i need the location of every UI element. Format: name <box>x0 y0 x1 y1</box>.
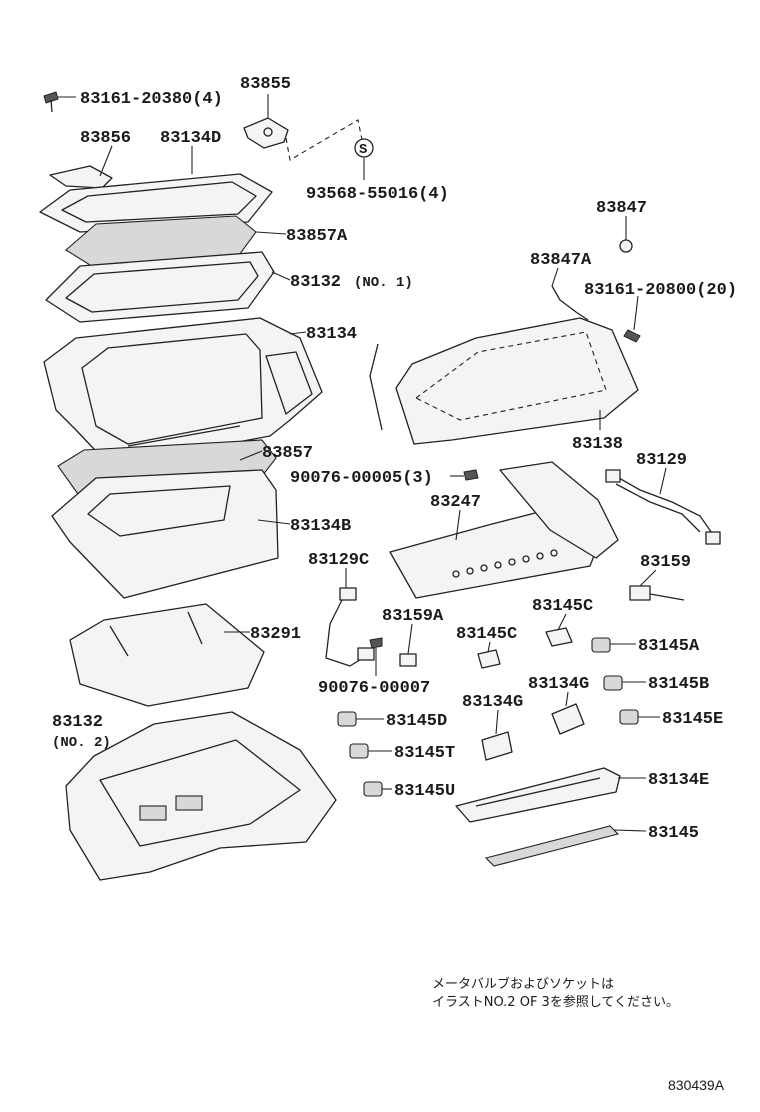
label-83138: 83138 <box>572 435 623 454</box>
label-83145B: 83145B <box>648 675 709 694</box>
label-83145U: 83145U <box>394 782 455 801</box>
socket-83159A <box>399 653 417 667</box>
label-83145: 83145 <box>648 824 699 843</box>
harness-83847A <box>369 285 589 431</box>
label-83855: 83855 <box>240 75 291 94</box>
circuit-board-83247 <box>389 461 619 599</box>
label-83145A: 83145A <box>638 637 700 656</box>
plate-83134B <box>51 469 279 599</box>
label-83132-no1-suffix: (NO. 1) <box>354 275 413 291</box>
harness-83129C <box>325 587 375 667</box>
holder-83134G-right <box>551 703 585 735</box>
label-83134: 83134 <box>306 325 357 344</box>
light-guide-83134E <box>455 767 621 823</box>
cover-83138 <box>395 317 639 445</box>
label-83159: 83159 <box>640 553 691 572</box>
label-90076-00007: 90076-00007 <box>318 679 430 698</box>
label-83856: 83856 <box>80 129 131 148</box>
label-83847: 83847 <box>596 199 647 218</box>
leader-lines <box>58 94 667 832</box>
strip-83145 <box>484 825 620 867</box>
holder-83134G-left <box>481 731 513 761</box>
reference-code: 830439A <box>668 1077 725 1093</box>
case-83132-no2 <box>65 711 337 881</box>
label-s-marker: S <box>359 142 367 158</box>
label-83145T: 83145T <box>394 744 455 763</box>
pad-83145E <box>619 709 639 725</box>
note-line-2: イラストNO.2 OF 3を参照してください。 <box>432 994 679 1010</box>
screw-90076-00005 <box>463 469 479 481</box>
label-83132-no2: 83132 <box>52 713 103 732</box>
label-83145C-lower: 83145C <box>456 625 517 644</box>
pad-83145A <box>591 637 611 653</box>
label-83291: 83291 <box>250 625 301 644</box>
screw-83161-20380 <box>43 91 59 113</box>
bracket-83855 <box>243 117 289 149</box>
screw-83161-20800 <box>623 329 641 343</box>
label-83145D: 83145D <box>386 712 447 731</box>
label-83129: 83129 <box>636 451 687 470</box>
label-83145E: 83145E <box>662 710 723 729</box>
label-83132-no2-suffix: (NO. 2) <box>52 735 111 751</box>
pad-83145U <box>363 781 383 797</box>
label-83857A: 83857A <box>286 227 348 246</box>
label-83857: 83857 <box>262 444 313 463</box>
label-90076-00005: 90076-00005(3) <box>290 469 433 488</box>
label-83134G-upper: 83134G <box>528 675 589 694</box>
label-83134B: 83134B <box>290 517 351 536</box>
bracket-83291 <box>69 603 265 707</box>
label-83129C: 83129C <box>308 551 369 570</box>
label-83132-no1: 83132 <box>290 273 341 292</box>
note-line-1: メータバルブおよびソケットは <box>432 976 614 992</box>
label-83159A: 83159A <box>382 607 444 626</box>
label-93568-55016: 93568-55016(4) <box>306 185 449 204</box>
frame-83132-no1 <box>45 251 275 323</box>
label-83134G-lower: 83134G <box>462 693 523 712</box>
nut-83847 <box>619 239 633 253</box>
led-row <box>452 549 558 578</box>
housing-83134 <box>43 317 323 467</box>
pad-83145B <box>603 675 623 691</box>
label-83847A: 83847A <box>530 251 592 270</box>
pad-83145T <box>349 743 369 759</box>
pad-83145C-lower <box>477 649 501 669</box>
label-83134D: 83134D <box>160 129 221 148</box>
pad-83145C-upper <box>545 627 573 647</box>
label-83161-20380: 83161-20380(4) <box>80 90 223 109</box>
label-83161-20800: 83161-20800(20) <box>584 281 737 300</box>
screw-s-tether <box>285 119 374 161</box>
screw-90076-00007 <box>369 637 383 649</box>
harness-83129 <box>605 469 721 545</box>
label-83247: 83247 <box>430 493 481 512</box>
socket-83159 <box>629 585 685 601</box>
label-83145C-upper: 83145C <box>532 597 593 616</box>
pad-83145D <box>337 711 357 727</box>
label-83134E: 83134E <box>648 771 709 790</box>
bracket-83856 <box>49 165 113 189</box>
